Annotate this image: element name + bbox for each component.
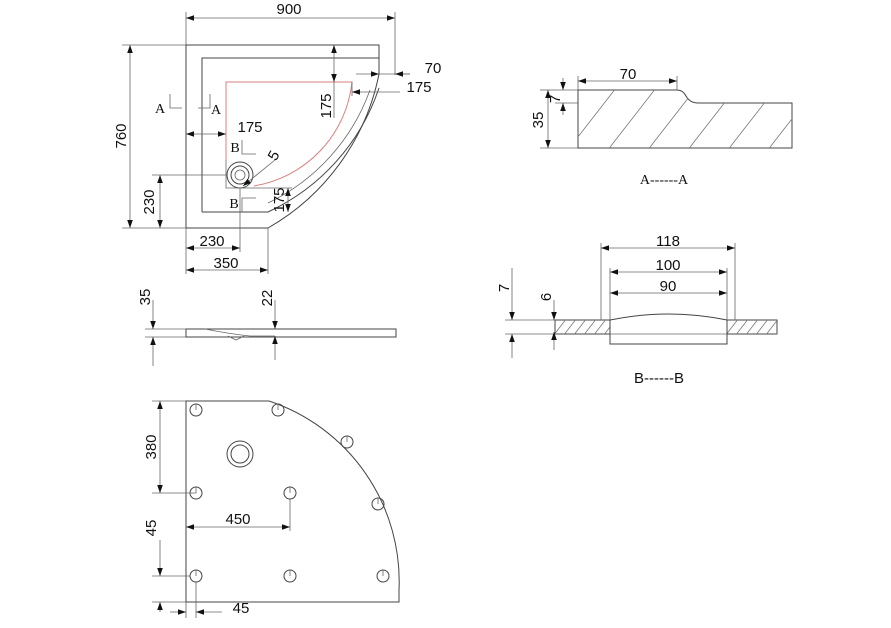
section-aa-caption: A------A	[640, 173, 689, 188]
bottom-outline	[185, 400, 400, 603]
side-basin	[204, 328, 275, 337]
foot	[189, 403, 203, 417]
foot	[371, 497, 385, 511]
section-aa: 70 7 35 A------A	[530, 66, 793, 188]
label-45-bottom: 45	[233, 600, 250, 617]
label-bb-118: 118	[656, 233, 680, 250]
label-bb-7: 7	[496, 284, 513, 292]
section-aa-profile	[577, 89, 793, 149]
bb-left-slab	[554, 319, 611, 335]
label-450: 450	[225, 511, 250, 528]
drain-core	[234, 169, 246, 181]
label-230-h: 230	[199, 233, 224, 250]
label-aa-35: 35	[530, 112, 547, 129]
leader-5	[242, 159, 276, 187]
label-bb-100: 100	[655, 257, 680, 274]
tray-inner-rim	[201, 57, 379, 212]
tray-rim-arc-2	[267, 89, 371, 204]
label-175-right: 175	[406, 79, 431, 96]
bb-right-hatch	[727, 320, 777, 334]
bottom-view: 380 450 45 45	[143, 400, 400, 618]
label-35-side: 35	[137, 289, 154, 306]
label-175-bottom: 175	[271, 187, 288, 212]
foot	[189, 569, 203, 583]
bb-left-hatch	[555, 320, 610, 334]
foot	[340, 435, 354, 449]
label-70: 70	[425, 60, 442, 77]
label-22: 22	[259, 290, 276, 307]
label-175-h: 175	[237, 119, 262, 136]
bb-drain-body	[609, 313, 728, 345]
bottom-drain-inner	[230, 444, 250, 464]
foot	[283, 486, 297, 500]
label-5: 5	[265, 148, 284, 164]
drain-inner	[230, 165, 250, 185]
label-bb-90: 90	[660, 278, 677, 295]
section-a-left-mark	[169, 94, 182, 109]
section-b-bottom-mark	[241, 197, 256, 212]
section-aa-hatch	[578, 90, 792, 148]
label-380: 380	[143, 434, 160, 459]
section-a-right: A	[211, 103, 222, 118]
section-b-top: B	[230, 141, 239, 156]
foot	[271, 403, 285, 417]
foot	[376, 569, 390, 583]
side-drain	[227, 335, 245, 341]
basin-outline	[225, 81, 353, 187]
section-bb-caption: B------B	[634, 370, 684, 387]
support-feet	[189, 403, 390, 583]
label-760: 760	[113, 123, 130, 148]
section-bb: 118 100 90 7 6 B------B	[496, 233, 778, 387]
label-175-v: 175	[318, 93, 335, 118]
label-bb-6: 6	[538, 293, 555, 301]
drain-outline-box	[225, 160, 258, 189]
label-aa-7: 7	[547, 95, 564, 103]
label-900: 900	[276, 1, 301, 18]
section-a-left: A	[155, 102, 166, 117]
label-230-v: 230	[141, 189, 158, 214]
side-view: 35 22	[137, 289, 397, 366]
top-view: 900 760 230 230 350 175 175 70 175	[113, 1, 441, 274]
bottom-drain-outer	[226, 440, 254, 468]
label-aa-70: 70	[620, 66, 637, 83]
tray-inner-arc	[202, 87, 380, 213]
label-45-left: 45	[143, 520, 160, 537]
section-b-top-mark	[241, 140, 256, 155]
foot	[283, 569, 297, 583]
side-profile	[185, 328, 397, 338]
label-350: 350	[213, 255, 238, 272]
section-a-right-mark	[198, 94, 211, 109]
section-b-bottom: B	[229, 197, 238, 212]
